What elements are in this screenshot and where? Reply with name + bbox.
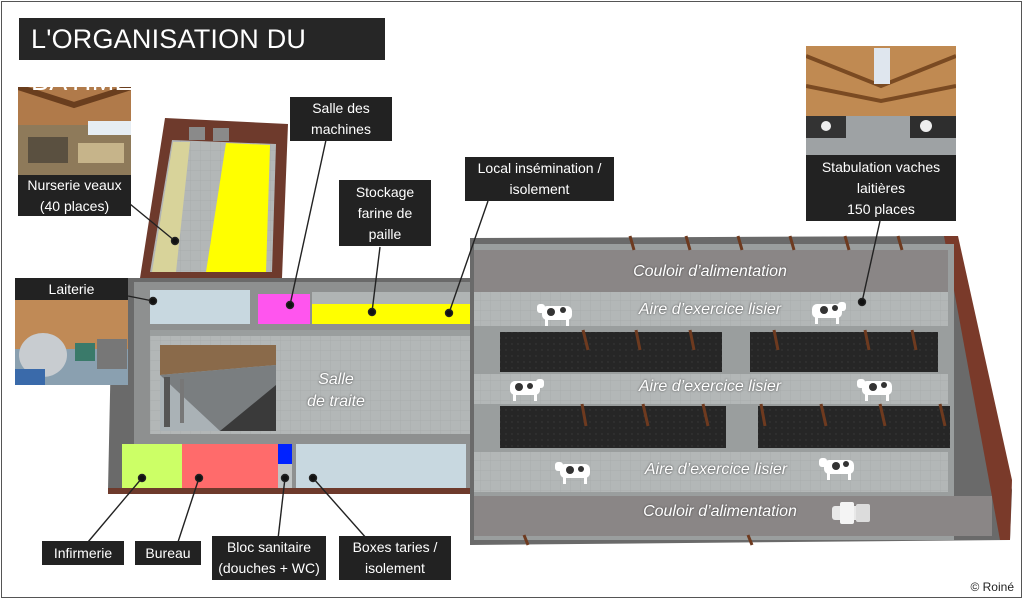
cow-icon <box>857 379 892 401</box>
stalls-row-1a <box>500 332 722 372</box>
label-laiterie: Laiterie <box>15 278 128 300</box>
zone-aire-2: Aire d’exercice lisier <box>638 378 782 395</box>
nurserie-yellow-zone <box>206 143 270 272</box>
salle-machines-room <box>258 294 310 324</box>
laiterie-room <box>150 290 250 324</box>
tractor-icon <box>832 502 870 524</box>
cow-icon <box>819 458 854 480</box>
label-boxes-taries: Boxes taries /isolement <box>339 536 451 580</box>
infirmerie-room <box>122 444 182 488</box>
zone-aire-1: Aire d’exercice lisier <box>638 301 782 318</box>
cow-icons <box>510 302 892 484</box>
page-title: L'ORGANISATION DU BÂTIMENT <box>19 18 385 96</box>
laiterie-photo <box>15 299 128 385</box>
bureau-room <box>182 444 278 488</box>
stockage-room <box>312 304 420 324</box>
zone-aire-3: Aire d’exercice lisier <box>644 461 788 478</box>
nurserie-khaki-zone <box>152 142 190 272</box>
leader-lines <box>87 139 881 543</box>
couloir-bottom-floor <box>474 496 992 536</box>
cow-icon <box>537 304 572 326</box>
cow-icon <box>510 379 544 401</box>
copyright: © Roiné <box>970 580 1014 594</box>
nurserie-wing <box>140 118 288 278</box>
label-nurserie: Nurserie veaux(40 places) <box>18 175 131 216</box>
bloc-sanitaire-blue <box>278 444 292 464</box>
label-bloc-sanitaire: Bloc sanitaire(douches + WC) <box>212 536 326 580</box>
label-local-insemination: Local insémination /isolement <box>465 157 614 201</box>
nurserie-photo <box>18 87 131 175</box>
salle-traite-photo <box>160 345 276 431</box>
zone-couloir-bottom: Couloir d’alimentation <box>643 503 797 520</box>
cow-icon <box>812 302 846 324</box>
cow-icon <box>555 462 590 484</box>
stalls-row-1b <box>750 332 938 372</box>
aire-3-floor <box>474 452 948 492</box>
label-infirmerie: Infirmerie <box>42 541 124 565</box>
boxes-taries-room <box>296 444 466 488</box>
stalls-row-2a <box>500 406 726 448</box>
label-bureau: Bureau <box>135 541 201 565</box>
stalls-row-2b <box>758 406 950 448</box>
stabulation-photo <box>806 46 956 155</box>
zone-couloir-top: Couloir d’alimentation <box>633 263 787 280</box>
